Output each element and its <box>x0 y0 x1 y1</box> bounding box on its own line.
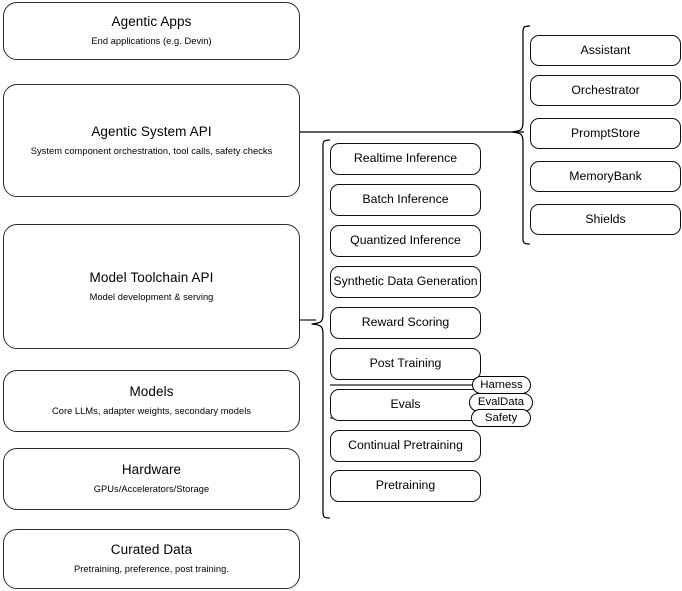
capability-pretraining[interactable]: Pretraining <box>330 470 481 502</box>
layer-title: Agentic Apps <box>111 14 192 30</box>
capability-label: Reward Scoring <box>361 315 450 330</box>
capability-reward-scoring[interactable]: Reward Scoring <box>330 307 481 339</box>
brace-agentic-system-components <box>511 25 531 245</box>
layer-models[interactable]: Models Core LLMs, adapter weights, secon… <box>3 370 300 432</box>
component-orchestrator[interactable]: Orchestrator <box>530 75 681 106</box>
connector-model-toolchain-to-brace <box>298 319 316 321</box>
eval-pill-label: Harness <box>480 378 523 391</box>
capability-continual-pretraining[interactable]: Continual Pretraining <box>330 430 481 462</box>
layer-hardware[interactable]: Hardware GPUs/Accelerators/Storage <box>3 448 300 510</box>
eval-pill-label: EvalData <box>477 396 525 409</box>
eval-pill-label: Safety <box>484 411 518 424</box>
component-label: MemoryBank <box>569 168 642 183</box>
layer-title: Curated Data <box>110 542 193 558</box>
capability-batch-inference[interactable]: Batch Inference <box>330 184 481 216</box>
component-label: PromptStore <box>570 125 641 140</box>
capability-evals[interactable]: Evals <box>330 389 481 421</box>
capability-label: Batch Inference <box>362 192 449 207</box>
capability-label: Quantized Inference <box>350 233 461 248</box>
layer-subtitle: System component orchestration, tool cal… <box>30 145 273 156</box>
capability-synthetic-data-generation[interactable]: Synthetic Data Generation <box>330 266 481 298</box>
capability-label: Realtime Inference <box>353 151 458 166</box>
layer-subtitle: Pretraining, preference, post training. <box>74 564 229 575</box>
layer-subtitle: Core LLMs, adapter weights, secondary mo… <box>51 406 252 417</box>
capability-label: Evals <box>390 397 421 412</box>
capability-label: Pretraining <box>375 478 436 493</box>
eval-pill-harness[interactable]: Harness <box>472 376 531 394</box>
layer-subtitle: Model development & serving <box>89 291 214 302</box>
component-label: Assistant <box>580 42 631 57</box>
layer-agentic-system-api[interactable]: Agentic System API System component orch… <box>3 84 300 197</box>
capability-label: Synthetic Data Generation <box>333 274 478 289</box>
capability-label: Post Training <box>369 356 442 371</box>
brace-model-toolchain-capabilities <box>311 139 331 519</box>
component-shields[interactable]: Shields <box>530 204 681 235</box>
component-promptstore[interactable]: PromptStore <box>530 118 681 149</box>
layer-title: Agentic System API <box>91 123 212 139</box>
layer-curated-data[interactable]: Curated Data Pretraining, preference, po… <box>3 529 300 589</box>
capability-label: Continual Pretraining <box>348 438 463 453</box>
layer-subtitle: GPUs/Accelerators/Storage <box>93 484 210 495</box>
capability-quantized-inference[interactable]: Quantized Inference <box>330 225 481 257</box>
component-label: Shields <box>585 211 626 226</box>
layer-title: Hardware <box>121 462 182 478</box>
layer-subtitle: End applications (e.g. Devin) <box>91 36 212 47</box>
layer-agentic-apps[interactable]: Agentic Apps End applications (e.g. Devi… <box>3 2 300 60</box>
component-label: Orchestrator <box>571 82 640 97</box>
component-memorybank[interactable]: MemoryBank <box>530 161 681 192</box>
capability-post-training[interactable]: Post Training <box>330 348 481 380</box>
layer-model-toolchain-api[interactable]: Model Toolchain API Model development & … <box>3 224 300 349</box>
connector-agentic-system-to-components <box>298 131 524 133</box>
layer-title: Models <box>129 384 174 400</box>
capability-realtime-inference[interactable]: Realtime Inference <box>330 143 481 175</box>
component-assistant[interactable]: Assistant <box>530 35 681 66</box>
eval-pill-safety[interactable]: Safety <box>471 409 531 427</box>
layer-title: Model Toolchain API <box>89 269 214 285</box>
